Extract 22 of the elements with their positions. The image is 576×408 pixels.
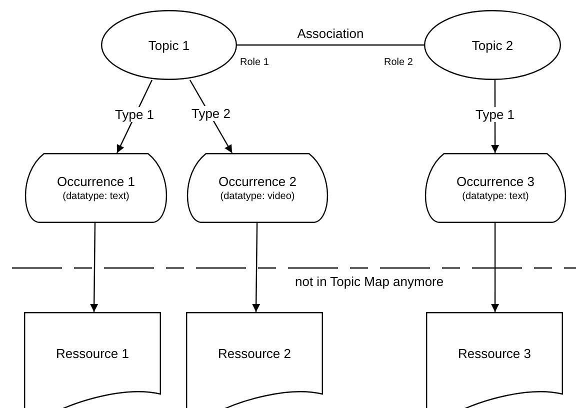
role-label: Role 1	[240, 56, 269, 69]
edge-label: Association	[296, 26, 365, 41]
note-text: not in Topic Map anymore	[295, 275, 444, 288]
node-subtitle: (datatype: video)	[220, 191, 295, 202]
node-title: Occurrence 2	[218, 174, 297, 189]
arrow	[252, 223, 260, 312]
node-title: Occurrence 3	[456, 174, 535, 189]
arrow	[90, 223, 98, 312]
connector-line	[237, 44, 424, 46]
node-title: Ressource 2	[218, 346, 291, 360]
node-title: Topic 1	[148, 38, 190, 52]
edge-label: Type 1	[114, 106, 156, 122]
node-subtitle: (datatype: text)	[462, 191, 529, 202]
node-subtitle: (datatype: text)	[62, 191, 130, 202]
edge-label: Type 2	[190, 106, 232, 120]
node-title: Ressource 1	[56, 346, 129, 360]
role-label: Role 2	[384, 56, 413, 69]
arrow	[491, 223, 500, 312]
node-title: Occurrence 1	[56, 174, 136, 189]
node-title: Ressource 3	[458, 346, 531, 360]
node-title: Topic 2	[472, 38, 514, 52]
edge-label: Type 1	[474, 106, 516, 122]
